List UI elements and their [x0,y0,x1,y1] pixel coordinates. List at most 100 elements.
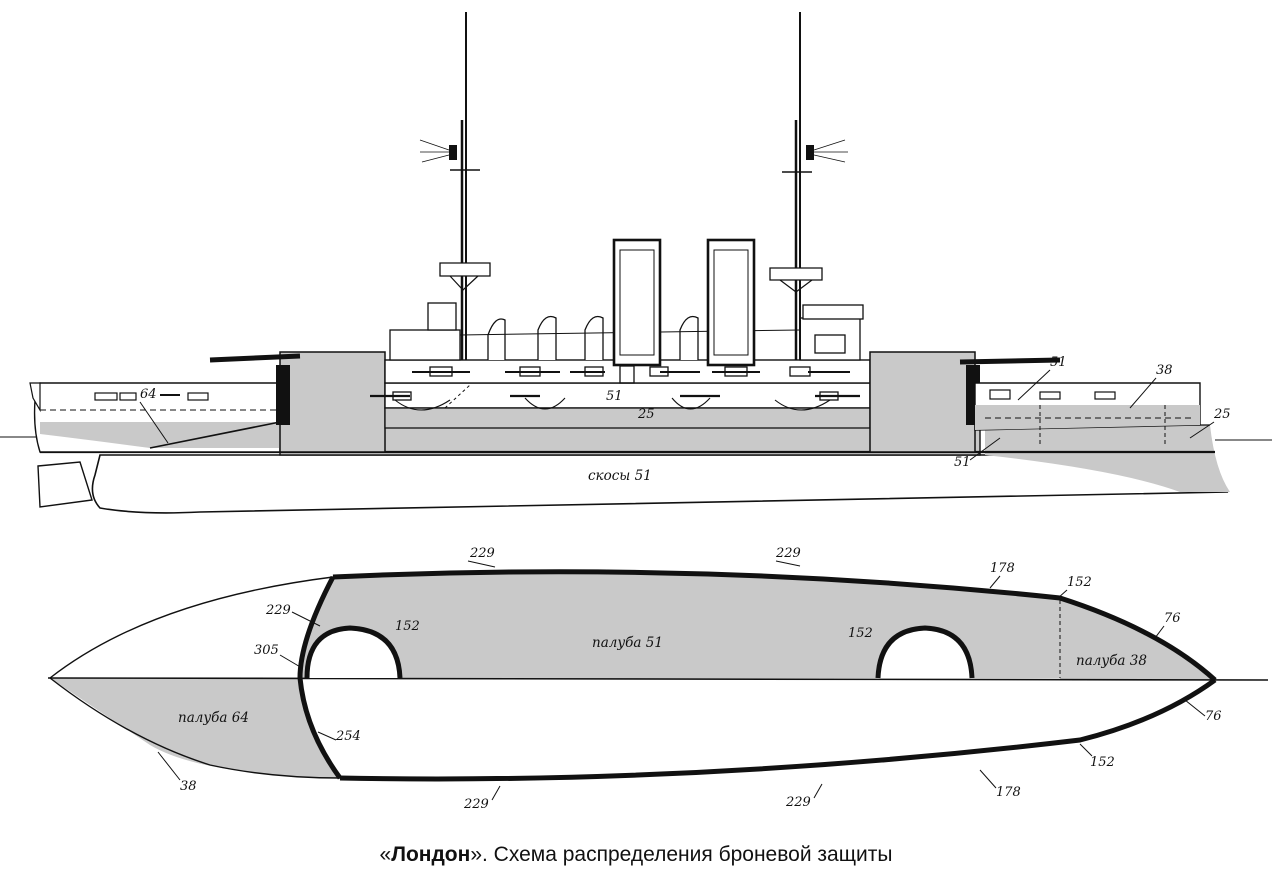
leader-bottom-178 [979,769,997,789]
fore-gun [209,353,301,363]
aft-gun [959,357,1061,365]
leader-bulkhead-229 [291,611,321,627]
label-stern-76-upper: 76 [1164,611,1181,626]
label-deck-51: палуба 51 [592,635,663,651]
fore-lamp [449,145,457,160]
ship-profile [0,12,1272,514]
stern-window [989,389,1011,400]
aft-funnel [706,238,756,367]
ship-plan [47,569,1269,782]
aft-light-beam [813,139,848,163]
label-top-229-right: 229 [775,546,801,561]
plan-upper-deck-51 [300,571,1060,678]
bow-window [187,392,209,401]
plan-centerline [47,677,1269,681]
plan-bow-outline [49,576,334,679]
plan-upper-deck-38 [1060,598,1215,680]
leader-top-229-left [467,560,496,568]
label-bottom-38: 38 [180,779,197,794]
leader-stern-upper-51 [1017,369,1051,401]
leader-bulkhead-254 [317,731,337,741]
plan-belt-upper [332,569,1217,682]
leader-stern-38 [1129,377,1157,409]
label-stern-38: 38 [1156,363,1173,378]
leader-top-178 [989,575,1001,589]
figure-caption: «Лондон». Схема распределения броневой з… [0,843,1272,867]
label-bulkhead-254: 254 [335,729,361,744]
plan-bow-bulkhead [297,575,343,780]
bow-window [94,392,118,401]
label-slopes: скосы 51 [588,468,652,484]
label-bottom-229-right: 229 [785,795,811,810]
label-bulkhead-229: 229 [265,603,291,618]
plan-lower-deck-64 [50,678,340,778]
aft-lamp [806,145,814,160]
leader-stern-76-lower [1184,699,1206,717]
fore-bridge [389,329,461,361]
fore-turret-wall [276,365,290,425]
label-bottom-178: 178 [996,785,1021,800]
fore-top [439,262,491,277]
leader-bow-305 [279,654,303,669]
leader-bottom-38 [157,751,181,781]
aft-top-cone [779,279,813,293]
ventilator [584,315,604,360]
label-deck-64: палуба 64 [178,710,249,726]
label-top-178: 178 [990,561,1015,576]
main-belt [279,426,981,456]
citadel-upper [384,382,871,409]
aft-top [769,267,823,281]
leader-bottom-229-right [813,783,823,799]
leader-top-152-right [1057,589,1068,599]
stern-window [1039,391,1061,400]
stern-window [1094,391,1116,400]
plan-bow-outline-lower [49,677,341,779]
stern-armor-shade [985,425,1230,492]
plan-fwd-barbette [304,625,403,679]
leader-stern-25 [1189,421,1215,439]
label-deck-38: палуба 38 [1076,653,1147,669]
label-bottom-152: 152 [1090,755,1115,770]
plan-belt-lower [339,677,1217,782]
caption-close-quote: » [470,843,483,866]
bow-stem [29,382,41,413]
leader-stern-lower-51 [969,437,1001,461]
leader-stern-76-upper [1154,625,1165,639]
label-bottom-229-left: 229 [463,797,489,812]
leader-top-229-right [775,560,801,567]
fore-light-beam [419,139,450,163]
fore-funnel-inner [619,249,655,356]
ventilator [487,318,506,360]
label-stern-lower-51: 51 [954,455,971,470]
caption-open-quote: « [379,843,392,866]
label-casemate-51: 51 [606,389,623,404]
label-bow-belt-64: 64 [140,387,157,402]
aft-bridge-win [814,334,846,354]
fore-bridge-top [427,302,457,331]
caption-ship-name: Лондон [391,843,471,866]
label-deck-25: 25 [637,407,655,422]
label-top-152-right: 152 [1067,575,1092,590]
fore-barbette [279,351,386,453]
plan-aft-barbette [875,625,975,679]
aft-funnel-inner [713,249,749,356]
aft-barbette [869,351,976,453]
rudder [37,461,93,508]
label-barbette-fwd-152: 152 [395,619,420,634]
bow-belt-slope [149,421,281,449]
caption-text: . Схема распределения броневой защиты [482,843,893,866]
ventilator [679,315,699,360]
citadel-deck-25 [384,407,871,429]
profile-labels: 64 51 25 51 38 25 51 скосы 51 [139,355,1231,484]
label-stern-upper-51: 51 [1050,355,1067,370]
label-stern-76-lower: 76 [1205,709,1222,724]
leader-bottom-152 [1079,743,1093,757]
label-top-229-left: 229 [469,546,495,561]
label-bow-305: 305 [254,643,279,658]
bow-belt-64 [40,422,280,448]
label-barbette-aft-152: 152 [848,626,873,641]
leader-64 [139,401,169,444]
fore-top-cone [449,275,479,291]
ventilator [537,315,557,360]
